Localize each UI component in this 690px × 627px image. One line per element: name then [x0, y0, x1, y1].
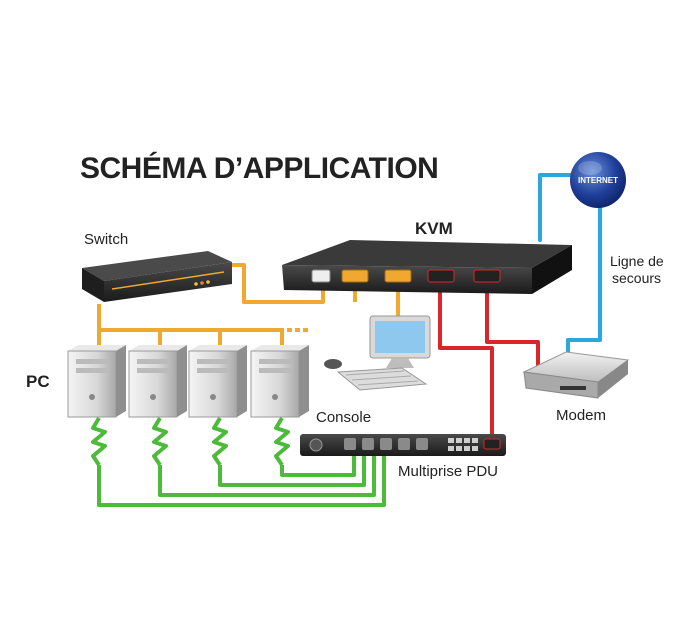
pc1-power-plug — [91, 416, 107, 467]
backup-line-label-2: secours — [612, 270, 661, 286]
console-label: Console — [316, 409, 371, 426]
pc4-power-plug — [274, 416, 290, 467]
pc-tower-4 — [250, 345, 309, 418]
kvm-port-2 — [341, 269, 369, 283]
backup-line-label-1: Ligne de — [610, 253, 664, 269]
pc2-power-plug — [152, 416, 168, 467]
power-cables — [91, 416, 386, 507]
pc-label: PC — [26, 372, 50, 391]
internet-to-modem-cable — [566, 203, 602, 354]
pc3-power-cable — [218, 442, 366, 487]
modem-label: Modem — [556, 407, 606, 424]
pc1-power-cable — [97, 442, 386, 507]
pc-tower-1 — [67, 345, 126, 418]
kvm-label: KVM — [415, 219, 453, 238]
pc-tower-3 — [188, 345, 247, 418]
pdu-label: Multiprise PDU — [398, 463, 498, 480]
console-mouse — [324, 359, 342, 369]
kvm-to-modem-cable — [485, 282, 540, 368]
internet-globe — [570, 152, 626, 208]
modem-device — [522, 351, 630, 399]
kvm-port-4 — [427, 269, 455, 283]
internet-cables — [538, 173, 602, 354]
pc3-power-plug — [212, 416, 228, 467]
internet-label: INTERNET — [578, 176, 618, 185]
kvm-port-5 — [473, 269, 501, 283]
pdu-device — [300, 434, 506, 456]
pc4-power-cable — [280, 442, 356, 477]
pc-bus-cable — [97, 328, 284, 342]
switch-to-kvm-cable — [232, 263, 325, 304]
console-keyboard — [336, 367, 428, 391]
diagram-title: SCHÉMA D’APPLICATION — [80, 151, 438, 185]
pc-tower-2 — [128, 345, 187, 418]
kvm-port-1 — [311, 269, 331, 283]
console-monitor — [369, 315, 431, 368]
pc2-power-cable — [158, 442, 376, 497]
switch-label: Switch — [84, 231, 128, 248]
kvm-to-pdu-cable — [438, 282, 494, 437]
kvm-device — [282, 240, 572, 294]
switch-device — [82, 251, 232, 302]
serial-cables — [438, 282, 540, 437]
kvm-port-3 — [384, 269, 412, 283]
continuation-dots — [287, 328, 308, 332]
internet-to-kvm-cable — [538, 173, 584, 242]
